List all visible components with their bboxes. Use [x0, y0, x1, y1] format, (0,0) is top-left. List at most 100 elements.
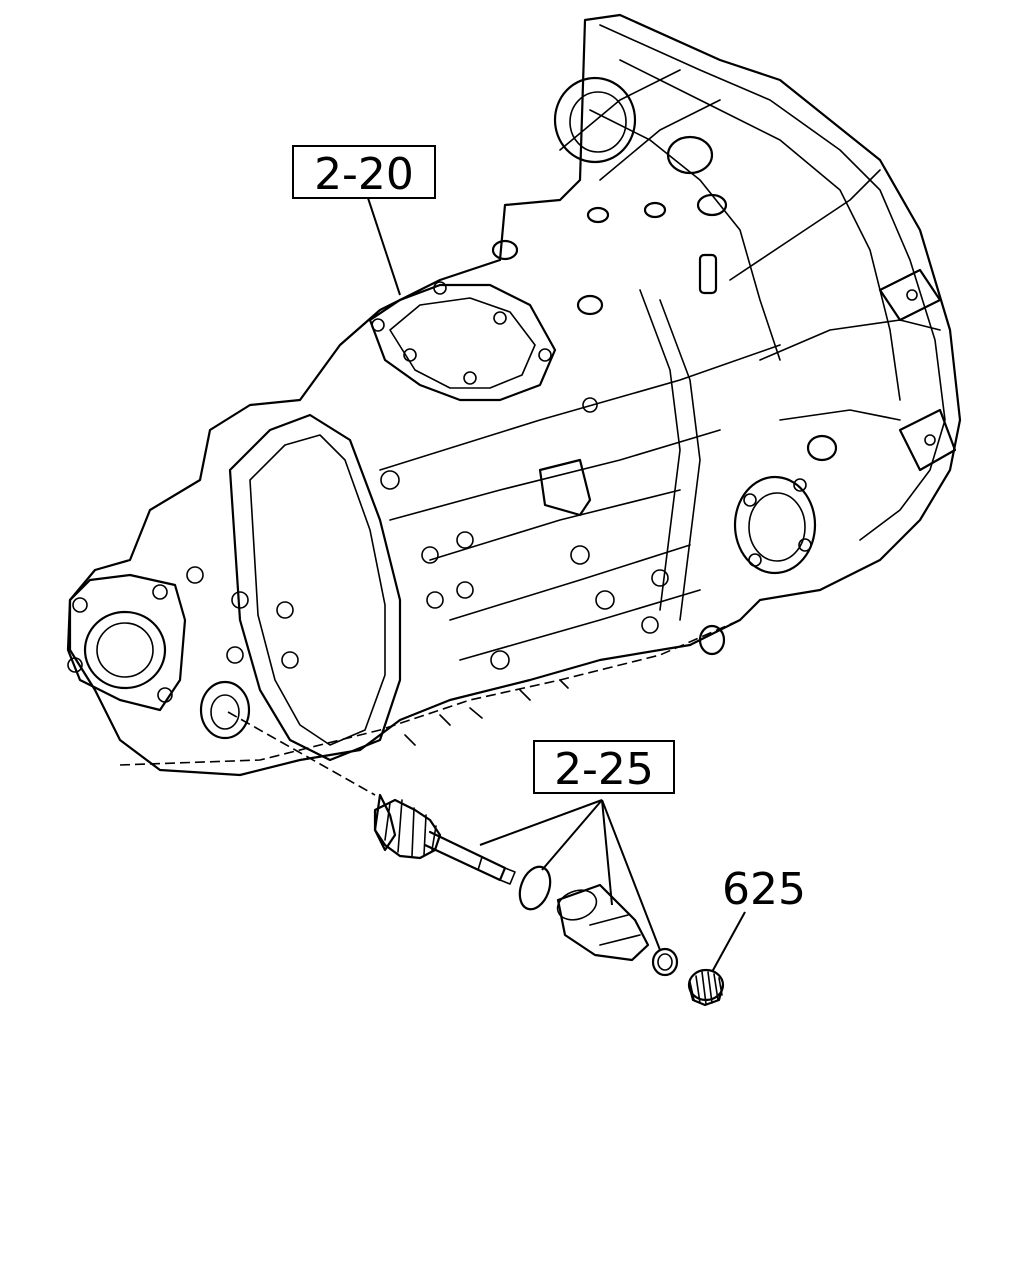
callout-2-25-leader-2: [541, 799, 603, 871]
rear-extension-housing: [66, 573, 187, 712]
case-bolt-3: [226, 646, 244, 664]
cover-bolt-4: [538, 348, 552, 362]
release-fork-boss: [666, 135, 714, 175]
mount-ear-1: [878, 268, 942, 322]
bellhousing-rib-1: [619, 59, 901, 401]
top-cover-inner: [389, 297, 536, 389]
top-pin-2: [643, 201, 667, 219]
case-bolt-16: [490, 650, 510, 670]
mount-ear-hole-2: [924, 434, 936, 446]
bellhousing-bore: [553, 76, 637, 164]
callout-2-25: 2-25: [479, 740, 675, 951]
rear-bolt-3: [67, 657, 83, 673]
side-boss: [806, 434, 838, 462]
case-rib-3: [429, 489, 681, 561]
intermediate-plate: [228, 413, 402, 762]
explode-axis: [227, 711, 376, 796]
rear-bolt-4: [157, 687, 173, 703]
case-bolt-9: [426, 591, 444, 609]
output-shaft-seal-inner: [96, 622, 154, 678]
cover-bolt-2: [433, 281, 447, 295]
transmission-case: [66, 13, 962, 777]
case-bolt-2: [231, 591, 249, 609]
case-parting-line: [119, 619, 741, 766]
bottom-studs: [404, 679, 569, 746]
callout-2-20-leader: [367, 197, 401, 296]
bellhousing-rib-5: [779, 409, 901, 421]
intermediate-plate-inner: [249, 434, 386, 746]
callout-625-text: 625: [722, 864, 806, 915]
bellhousing-rim: [599, 24, 946, 541]
speedometer-bore-inner: [210, 694, 240, 730]
bellhousing-rib-2: [589, 109, 781, 361]
cover-bolt-5: [463, 371, 477, 385]
gear-sleeve-end: [556, 889, 598, 921]
top-pin-4: [576, 294, 604, 316]
upper-boss: [696, 193, 728, 217]
callout-2-20-text: 2-20: [314, 149, 414, 200]
speedometer-drive-parts: [227, 711, 725, 1007]
driven-gear-shaft-end: [477, 856, 516, 885]
driven-gear-shaft: [423, 830, 507, 882]
pto-bolt-2: [793, 478, 807, 492]
mount-ear-hole-1: [906, 289, 918, 301]
driven-gear: [373, 793, 397, 852]
gear-sleeve: [556, 883, 650, 962]
pto-bolt-3: [798, 538, 812, 552]
case-bolt-1: [186, 566, 204, 584]
case-bolt-5: [276, 601, 294, 619]
case-bolt-15: [582, 397, 598, 413]
drain-plug: [698, 624, 726, 656]
case-bolt-14: [651, 569, 669, 587]
rear-bolt-1: [72, 597, 88, 613]
top-pin-3: [491, 239, 519, 261]
case-rib-1: [379, 344, 781, 471]
speedometer-bore: [199, 680, 251, 740]
cover-bolt-1: [371, 318, 385, 332]
bellhousing-gusset: [559, 69, 721, 181]
callout-2-20: 2-20: [292, 145, 436, 296]
case-bolt-11: [570, 545, 590, 565]
callout-2-25-frame: [533, 740, 675, 794]
pto-opening-inner: [748, 492, 806, 562]
callout-2-20-frame: [292, 145, 436, 199]
callout-625-leader: [711, 911, 746, 973]
o-ring: [518, 865, 552, 911]
output-shaft-seal: [83, 610, 167, 690]
case-bolt-6: [380, 470, 400, 490]
pto-bolt-4: [748, 553, 762, 567]
bellhousing-rib-3: [729, 169, 881, 281]
cover-bolt-3: [493, 311, 507, 325]
shift-block: [538, 458, 592, 517]
case-rib-5: [459, 589, 701, 661]
gear-sleeve-step: [589, 914, 641, 946]
case-web-2: [639, 289, 681, 611]
case-bolt-13: [641, 616, 659, 634]
rear-bolt-2: [152, 584, 168, 600]
pto-bolt-1: [743, 493, 757, 507]
callout-2-25-leader-1: [479, 799, 603, 846]
alignment-dowel: [698, 253, 718, 295]
mount-ear-2: [898, 408, 957, 472]
cover-bolt-6: [403, 348, 417, 362]
pto-opening: [733, 475, 817, 575]
case-bolt-8: [456, 531, 474, 549]
case-bolt-4: [281, 651, 299, 669]
seal-ring: [651, 947, 679, 977]
case-bolt-12: [595, 590, 615, 610]
seal-ring-inner: [657, 953, 673, 971]
bellhousing-rib-4: [759, 319, 941, 361]
case-rib-4: [449, 544, 691, 621]
case-bolt-7: [421, 546, 439, 564]
case-rib-2: [389, 429, 721, 521]
callout-2-25-text: 2-25: [554, 744, 654, 795]
cap-625: [687, 968, 725, 1007]
case-web: [659, 299, 701, 621]
top-pin-1: [586, 206, 610, 224]
callout-2-25-leader-4: [601, 799, 661, 951]
callout-625: 625: [711, 864, 806, 973]
case-outline: [68, 13, 962, 777]
callout-2-25-leader-3: [601, 799, 613, 906]
bellhousing-bore-inner: [569, 91, 627, 153]
